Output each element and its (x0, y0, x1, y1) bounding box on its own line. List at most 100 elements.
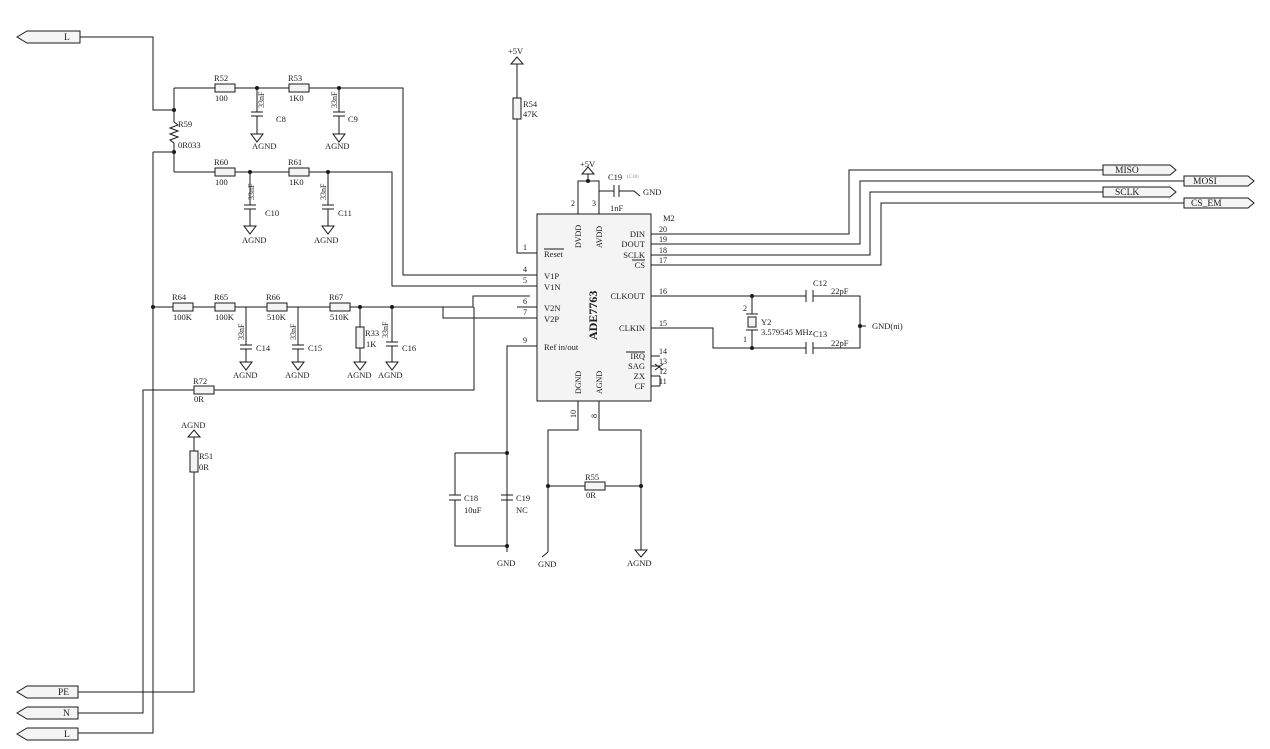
capacitor-c16: 33nF C16 AGND (378, 321, 416, 380)
ic-pin-label: DVDD (574, 225, 583, 248)
capacitor-c18: C18 10uF (464, 493, 482, 515)
c19-top-gnd: GND (643, 187, 661, 197)
r53-value: 1K0 (289, 93, 304, 103)
ic-pin-number: 20 (659, 225, 667, 234)
resistor-r60: R60 100 (214, 157, 236, 187)
ic-pin-label: SCLK (623, 250, 646, 260)
c10-ref: C10 (265, 208, 279, 218)
ic-pin-label: ZX (634, 371, 645, 381)
ic-pin-number: 7 (523, 308, 527, 317)
c11-agnd: AGND (314, 235, 339, 245)
c8-value: 33nF (257, 91, 266, 108)
c14-value: 33nF (237, 323, 246, 340)
ic-pin-label: V1P (544, 271, 559, 281)
ic-pin-number: 15 (659, 319, 667, 328)
c18-value: 10uF (464, 505, 482, 515)
port-pe-label: PE (58, 688, 69, 698)
c10-agnd: AGND (242, 235, 267, 245)
c10-value: 33nF (247, 183, 256, 200)
r67-value: 510K (330, 312, 350, 322)
r51-agnd: AGND (181, 420, 206, 430)
port-l-bottom-label: L (64, 730, 70, 740)
ic-pin-number: 6 (523, 297, 527, 306)
c12-value: 22pF (831, 286, 849, 296)
resistor-r66: R66 510K (266, 292, 288, 322)
ic-ref-label: M2 (663, 213, 675, 223)
ic-pin-label: Ref in/out (544, 342, 579, 352)
r51-ref: R51 (199, 451, 213, 461)
ic-pin-number: 4 (523, 265, 527, 274)
ic-pin-number: 13 (659, 357, 667, 366)
port-l-top-label: L (64, 33, 70, 43)
r60-value: 100 (215, 177, 228, 187)
port-cs-em-label: CS_EM (1191, 199, 1222, 209)
r64-ref: R64 (172, 292, 187, 302)
ic-pin-label: Reset (544, 249, 564, 259)
ic-pin-label: DGND (574, 371, 583, 394)
c9-agnd: AGND (325, 141, 350, 151)
c9-value: 33nF (330, 91, 339, 108)
r59-value: 0R033 (178, 140, 201, 150)
ic-plus5v: +5V (580, 159, 596, 169)
r55-value: 0R (586, 490, 596, 500)
capacitor-c19-bottom: C19 NC (516, 493, 530, 515)
y2-pin1: 1 (743, 335, 747, 344)
ic-pin-number: 18 (659, 246, 667, 255)
y2-value: 3.579545 MHz (761, 327, 813, 337)
r33-ref: R33 (365, 328, 379, 338)
c19-bottom-ref: C19 (516, 493, 530, 503)
c13-value: 22pF (831, 338, 849, 348)
ic-pin-number: 3 (592, 199, 596, 208)
r52-ref: R52 (214, 73, 228, 83)
resistor-r53: R53 1K0 (288, 73, 310, 103)
resistor-r72: R72 0R (193, 376, 215, 404)
ic-pin-label: IRQ (630, 351, 645, 361)
wires-divider (78, 152, 530, 734)
resistor-r54: +5V R54 47K (508, 46, 539, 254)
ic-part-label: ADE7763 (586, 291, 600, 340)
c19-top-alt: (C18) (627, 175, 639, 180)
ground-gnd-2: GND (538, 559, 556, 569)
ic-pin-label: AGND (595, 371, 604, 394)
c15-value: 33nF (289, 323, 298, 340)
wires-crystal (651, 290, 866, 354)
ic-pin-label: V2N (544, 303, 561, 313)
ic-pin-label: CLKIN (619, 323, 645, 333)
r61-ref: R61 (288, 157, 302, 167)
y2-ref: Y2 (761, 317, 771, 327)
c19-top-value: 1nF (610, 203, 624, 213)
port-sclk: SCLK (1102, 186, 1177, 198)
resistor-r52: R52 100 (214, 73, 236, 103)
c8-agnd: AGND (252, 141, 277, 151)
port-miso-label: MISO (1115, 166, 1139, 176)
resistor-r65: R65 100K (214, 292, 236, 322)
resistor-r55: R55 0R (584, 472, 606, 500)
ic-pin-number: 11 (659, 377, 667, 386)
r66-value: 510K (267, 312, 287, 322)
ic-pin-number: 1 (523, 243, 527, 252)
port-miso: MISO (1102, 164, 1177, 176)
r54-plus5v: +5V (508, 46, 524, 56)
ic-pin-label: CLKOUT (611, 291, 646, 301)
r64-value: 100K (173, 312, 193, 322)
capacitor-c11: 33nF C11 AGND (314, 183, 352, 245)
port-n-label: N (63, 709, 70, 719)
c15-ref: C15 (308, 343, 322, 353)
c11-ref: C11 (338, 208, 352, 218)
capacitor-c15: 33nF C15 AGND (285, 323, 322, 380)
c19-bottom-value: NC (516, 505, 528, 515)
r59-ref: R59 (178, 119, 192, 129)
wires-ref-ground (449, 345, 642, 552)
ic-pin-label: V2P (544, 314, 559, 324)
ic-pin-number: 14 (659, 347, 667, 356)
ic-pin-number: 19 (659, 235, 667, 244)
c9-ref: C9 (348, 114, 358, 124)
ic-pin-number: 9 (523, 336, 527, 345)
ic-ade7763: ADE7763 M2 +5V (536, 159, 675, 402)
c14-agnd: AGND (233, 370, 258, 380)
wires-shunt (80, 36, 530, 287)
r61-value: 1K0 (289, 177, 304, 187)
port-cs-em: CS_EM (1183, 197, 1255, 209)
resistor-r33: R33 1K AGND (347, 326, 379, 380)
r33-value: 1K (366, 339, 377, 349)
